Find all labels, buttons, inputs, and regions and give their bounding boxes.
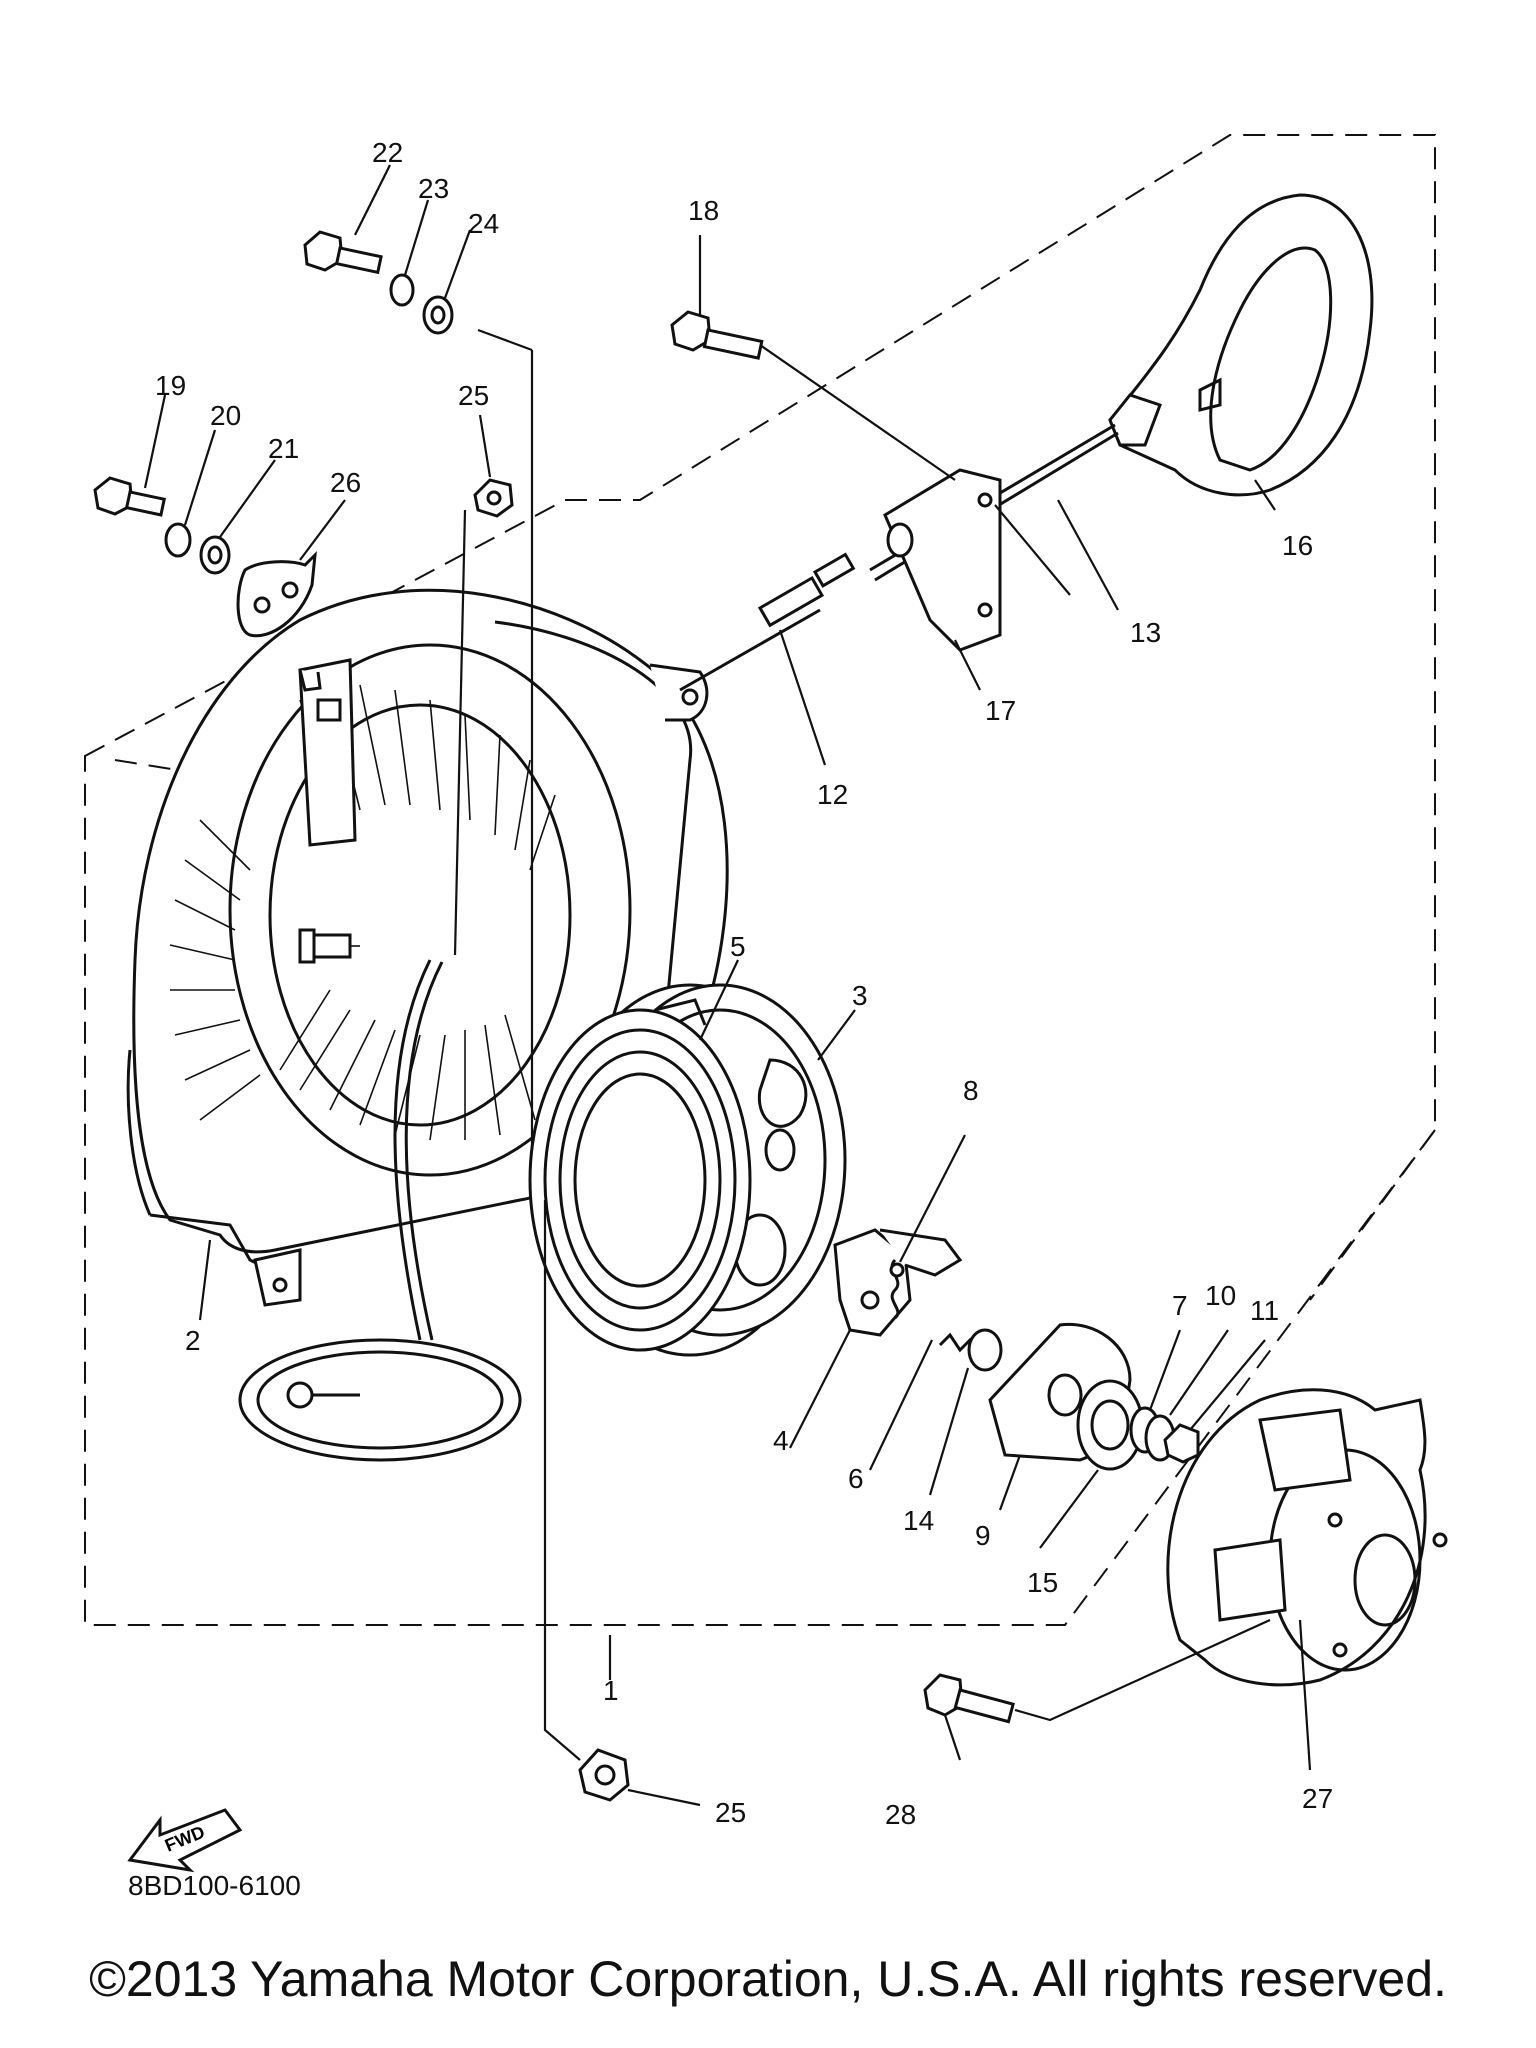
callout-23: 23 [418,173,449,204]
starter-rope-coil [238,959,522,1462]
callout-24: 24 [468,208,499,239]
drive-pawl [833,1228,963,1337]
callout-19: 19 [155,370,186,401]
callout-4: 4 [773,1425,789,1456]
callout-6: 6 [848,1463,864,1494]
callout-8: 8 [963,1075,979,1106]
callout-13: 13 [1130,617,1161,648]
callout-26: 26 [330,467,361,498]
callout-15: 15 [1027,1567,1058,1598]
bolt-22 [303,230,383,275]
starter-handle [1108,193,1374,497]
callout-3: 3 [852,980,868,1011]
bolt-18 [670,310,764,360]
callout-12: 12 [817,779,848,810]
callout-18: 18 [688,195,719,226]
callout-14: 14 [903,1505,934,1536]
spiral-spring [528,998,752,1352]
callout-17: 17 [985,695,1016,726]
callout-2: 2 [185,1325,201,1356]
callout-20: 20 [210,400,241,431]
callout-16: 16 [1282,530,1313,561]
plate-washer [1076,1379,1144,1471]
callout-27: 27 [1302,1783,1333,1814]
lock-plate-26 [236,550,317,638]
rope-guide [883,468,1002,652]
assembly-boundary [84,134,1436,1626]
leader-lines [143,164,1312,1807]
callout-28: 28 [885,1799,916,1830]
washer-21 [199,535,231,575]
copyright-notice: ©2013 Yamaha Motor Corporation, U.S.A. A… [89,1951,1447,2007]
washer-20 [164,522,192,558]
callout-7: 7 [1172,1290,1188,1321]
nut-25-bottom [578,1748,630,1802]
return-spring [938,1328,1003,1372]
washer-24 [422,295,454,335]
callout-25-top: 25 [458,380,489,411]
fwd-arrow-icon: FWD [127,1808,243,1873]
case-stud [298,928,360,964]
pawl-spring [889,1258,905,1320]
callout-25-bottom: 25 [715,1797,746,1828]
bolt-28 [923,1673,1015,1724]
nut-25-top [473,478,514,518]
callout-10: 10 [1205,1280,1236,1311]
callout-9: 9 [975,1520,991,1551]
callout-22: 22 [372,137,403,168]
callouts: 1 2 3 4 5 6 7 8 9 10 11 12 13 14 15 16 1… [155,137,1333,1830]
callout-11: 11 [1250,1295,1279,1326]
callout-5: 5 [730,931,746,962]
callout-1: 1 [603,1675,619,1706]
diagram-code: 8BD100-6100 [128,1870,301,1901]
washer-23 [389,273,415,307]
starter-pulley [1166,1388,1448,1687]
bolt-19 [93,476,167,517]
callout-21: 21 [268,433,299,464]
rope-fitting [679,552,856,692]
